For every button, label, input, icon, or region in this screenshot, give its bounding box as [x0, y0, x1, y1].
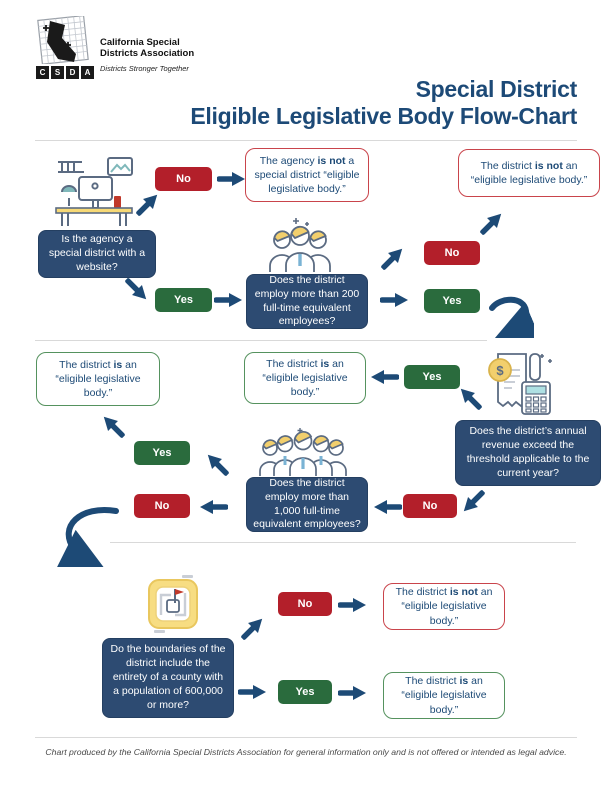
csda-letters: C S D A — [36, 66, 94, 79]
question-1000-employees: Does the district employ more than 1,000… — [246, 477, 368, 532]
arrow-right-icon — [338, 597, 368, 613]
arrow-right-icon — [217, 171, 247, 187]
csda-logo — [34, 14, 96, 65]
result-district-eligible-middle: The district is an “eligible legislative… — [244, 352, 366, 404]
header-divider — [35, 140, 577, 141]
page-title-line1: Special District — [415, 76, 578, 102]
arrow-left-icon — [198, 499, 228, 515]
arrow-left-icon — [369, 369, 399, 385]
yes-button: Yes — [404, 365, 460, 389]
arrow-up-left-icon — [201, 448, 234, 481]
arrow-up-right-icon — [377, 242, 410, 275]
yes-button: Yes — [424, 289, 480, 313]
employees-group-icon — [266, 216, 334, 277]
no-button: No — [155, 167, 212, 191]
arrow-up-left-icon — [454, 382, 487, 415]
california-silhouette — [47, 21, 76, 62]
employees-large-group-icon — [258, 426, 348, 481]
yes-button: Yes — [155, 288, 212, 312]
csda-letter: C — [36, 66, 49, 79]
section-divider — [35, 340, 487, 341]
csda-letter: D — [66, 66, 79, 79]
question-website: Is the agency a special district with a … — [38, 230, 156, 278]
question-annual-revenue: Does the district’s annual revenue excee… — [455, 420, 601, 486]
question-200-employees: Does the district employ more than 200 f… — [246, 274, 368, 329]
yes-button: Yes — [134, 441, 190, 465]
no-button: No — [403, 494, 457, 518]
footer-divider — [35, 737, 577, 738]
arrow-right-icon — [214, 292, 244, 308]
section-divider — [110, 542, 576, 543]
no-button: No — [278, 592, 332, 616]
org-name-line2: Districts Association — [100, 48, 195, 60]
page-title-line2: Eligible Legislative Body Flow-Chart — [190, 103, 577, 130]
yes-button: Yes — [278, 680, 332, 704]
arrow-up-left-icon — [97, 410, 130, 443]
arrow-up-right-icon — [237, 612, 270, 645]
county-boundary-map-icon — [146, 574, 200, 639]
arrow-down-right-icon — [121, 274, 154, 307]
arrow-right-icon — [238, 684, 268, 700]
result-district-eligible-left: The district is an “eligible legislative… — [36, 352, 160, 406]
arrow-down-left-icon — [457, 486, 490, 519]
no-button: No — [424, 241, 480, 265]
result-district-not-eligible-top: The district is not an “eligible legisla… — [458, 149, 600, 197]
footer-disclaimer: Chart produced by the California Special… — [45, 747, 567, 757]
csda-letter: A — [81, 66, 94, 79]
curved-arrow-down-left-icon — [52, 503, 124, 572]
org-name-line1: California Special — [100, 37, 180, 48]
page-title: Special District Eligible Legislative Bo… — [160, 76, 577, 130]
result-district-eligible-bottom: The district is an “eligible legislative… — [383, 672, 505, 719]
no-button: No — [134, 494, 190, 518]
csda-letter: S — [51, 66, 64, 79]
org-tagline: Districts Stronger Together — [100, 63, 189, 73]
question-county-population: Do the boundaries of the district includ… — [102, 638, 234, 718]
arrow-right-icon — [338, 685, 368, 701]
curved-arrow-down-icon — [488, 294, 542, 343]
desk-computer-icon — [52, 156, 136, 235]
arrow-up-right-icon — [132, 188, 165, 221]
arrow-left-icon — [372, 499, 402, 515]
org-name: California Special Districts Association… — [100, 37, 194, 73]
arrow-up-right-icon — [476, 207, 509, 240]
arrow-right-icon — [380, 292, 410, 308]
result-agency-not-eligible: The agency is not a special district “el… — [245, 148, 369, 202]
svg-text:$: $ — [496, 363, 504, 378]
result-district-not-eligible-bottom: The district is not an “eligible legisla… — [383, 583, 505, 630]
revenue-receipt-calculator-icon: $ — [480, 350, 558, 423]
